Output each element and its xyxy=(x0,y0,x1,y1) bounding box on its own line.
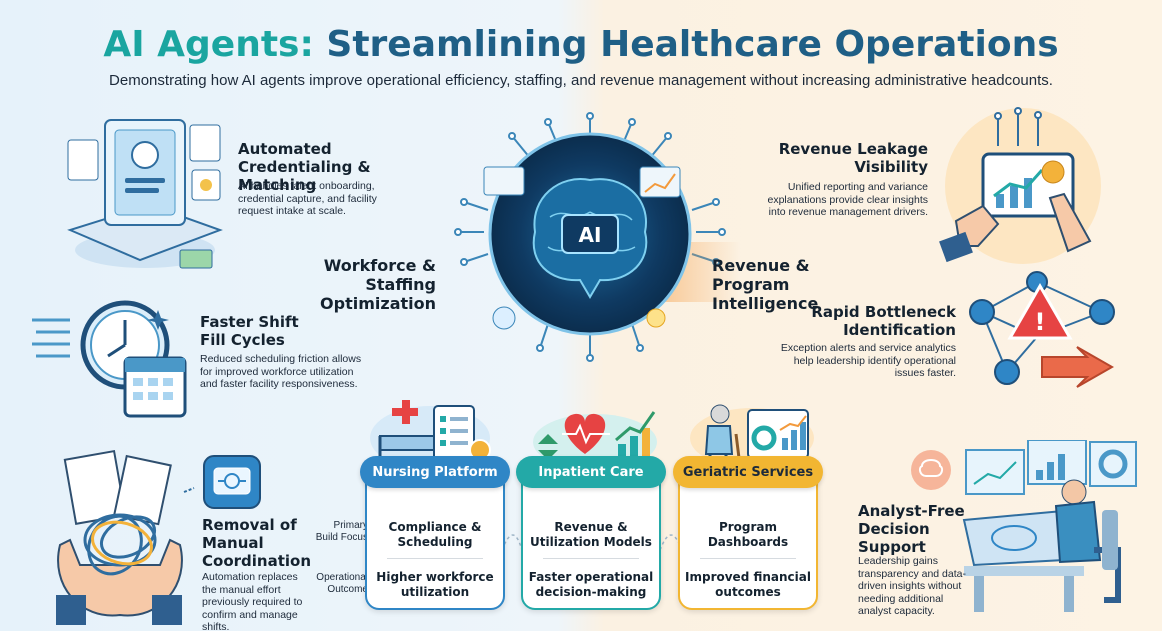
tablet-chart-icon xyxy=(939,107,1101,264)
item-credentialing-title: Automated Credentialing & Matching xyxy=(238,140,371,194)
automation-tablet-icon xyxy=(183,455,261,509)
item-analyst-free-title: Analyst-Free Decision Support xyxy=(858,502,965,556)
nursing-focus: Compliance & Scheduling xyxy=(388,520,482,549)
item-manual-coordination-title: Removal of Manual Coordination xyxy=(202,516,311,570)
card-connectors xyxy=(501,534,683,551)
item-shift-fill-title: Faster Shift Fill Cycles xyxy=(200,313,299,349)
nursing-platform-header: Nursing Platform xyxy=(360,456,510,488)
hub-right-label: Revenue & Program Intelligence xyxy=(712,256,819,313)
title-main: Streamlining Healthcare Operations xyxy=(326,24,1059,65)
inpatient-care-card: Inpatient Care Revenue & Utilization Mod… xyxy=(516,456,666,610)
card-divider xyxy=(543,558,639,559)
item-revenue-leakage-title: Revenue Leakage Visibility xyxy=(778,140,928,176)
heart-growth-chart-icon xyxy=(533,411,657,468)
geriatric-focus: Program Dashboards xyxy=(707,520,789,549)
page-title: AI Agents: Streamlining Healthcare Opera… xyxy=(0,24,1162,65)
ai-hub-label: AI xyxy=(579,223,602,247)
inpatient-focus: Revenue & Utilization Models xyxy=(530,520,652,549)
elder-dashboard-icon xyxy=(690,404,814,468)
clock-calendar-icon xyxy=(32,300,187,418)
title-prefix: AI Agents: xyxy=(103,24,327,65)
geriatric-services-header: Geriatric Services xyxy=(673,456,823,488)
inpatient-care-header: Inpatient Care xyxy=(516,456,666,488)
nursing-outcome: Higher workforce utilization xyxy=(376,570,494,599)
nursing-platform-card: Nursing Platform Compliance & Scheduling… xyxy=(360,456,510,610)
card-divider xyxy=(387,558,483,559)
geriatric-outcome: Improved financial outcomes xyxy=(685,570,811,599)
item-analyst-free-desc: Leadership gains transparency and data-d… xyxy=(858,555,966,617)
hospital-bed-checklist-icon xyxy=(370,400,491,468)
network-alert-icon: ! xyxy=(969,271,1115,388)
analyst-workstation-icon xyxy=(911,440,1137,612)
subtitle: Demonstrating how AI agents improve oper… xyxy=(109,72,1053,89)
geriatric-services-card: Geriatric Services Program Dashboards Im… xyxy=(673,456,823,610)
item-revenue-leakage-desc: Unified reporting and variance explanati… xyxy=(767,181,928,218)
row-label-build-focus: Primary Build Focus xyxy=(315,520,368,543)
item-bottleneck-title: Rapid Bottleneck Identification xyxy=(811,303,956,339)
card-divider xyxy=(700,558,796,559)
item-credentialing-desc: AI handles talent onboarding, credential… xyxy=(238,180,377,217)
credential-tablet-icon xyxy=(67,119,223,269)
svg-text:!: ! xyxy=(1035,308,1046,336)
item-shift-fill-desc: Reduced scheduling friction allows for i… xyxy=(200,353,362,390)
ai-brain-hub-icon: AI xyxy=(454,112,740,362)
hub-left-label: Workforce & Staffing Optimization xyxy=(320,256,436,313)
item-manual-coordination-desc: Automation replaces the manual effort pr… xyxy=(202,571,303,631)
row-label-operational-outcome: Operational Outcome xyxy=(316,572,368,595)
inpatient-outcome: Faster operational decision-making xyxy=(528,570,654,599)
tangled-cable-hands-icon xyxy=(56,449,183,625)
item-bottleneck-desc: Exception alerts and service analytics h… xyxy=(780,342,956,379)
